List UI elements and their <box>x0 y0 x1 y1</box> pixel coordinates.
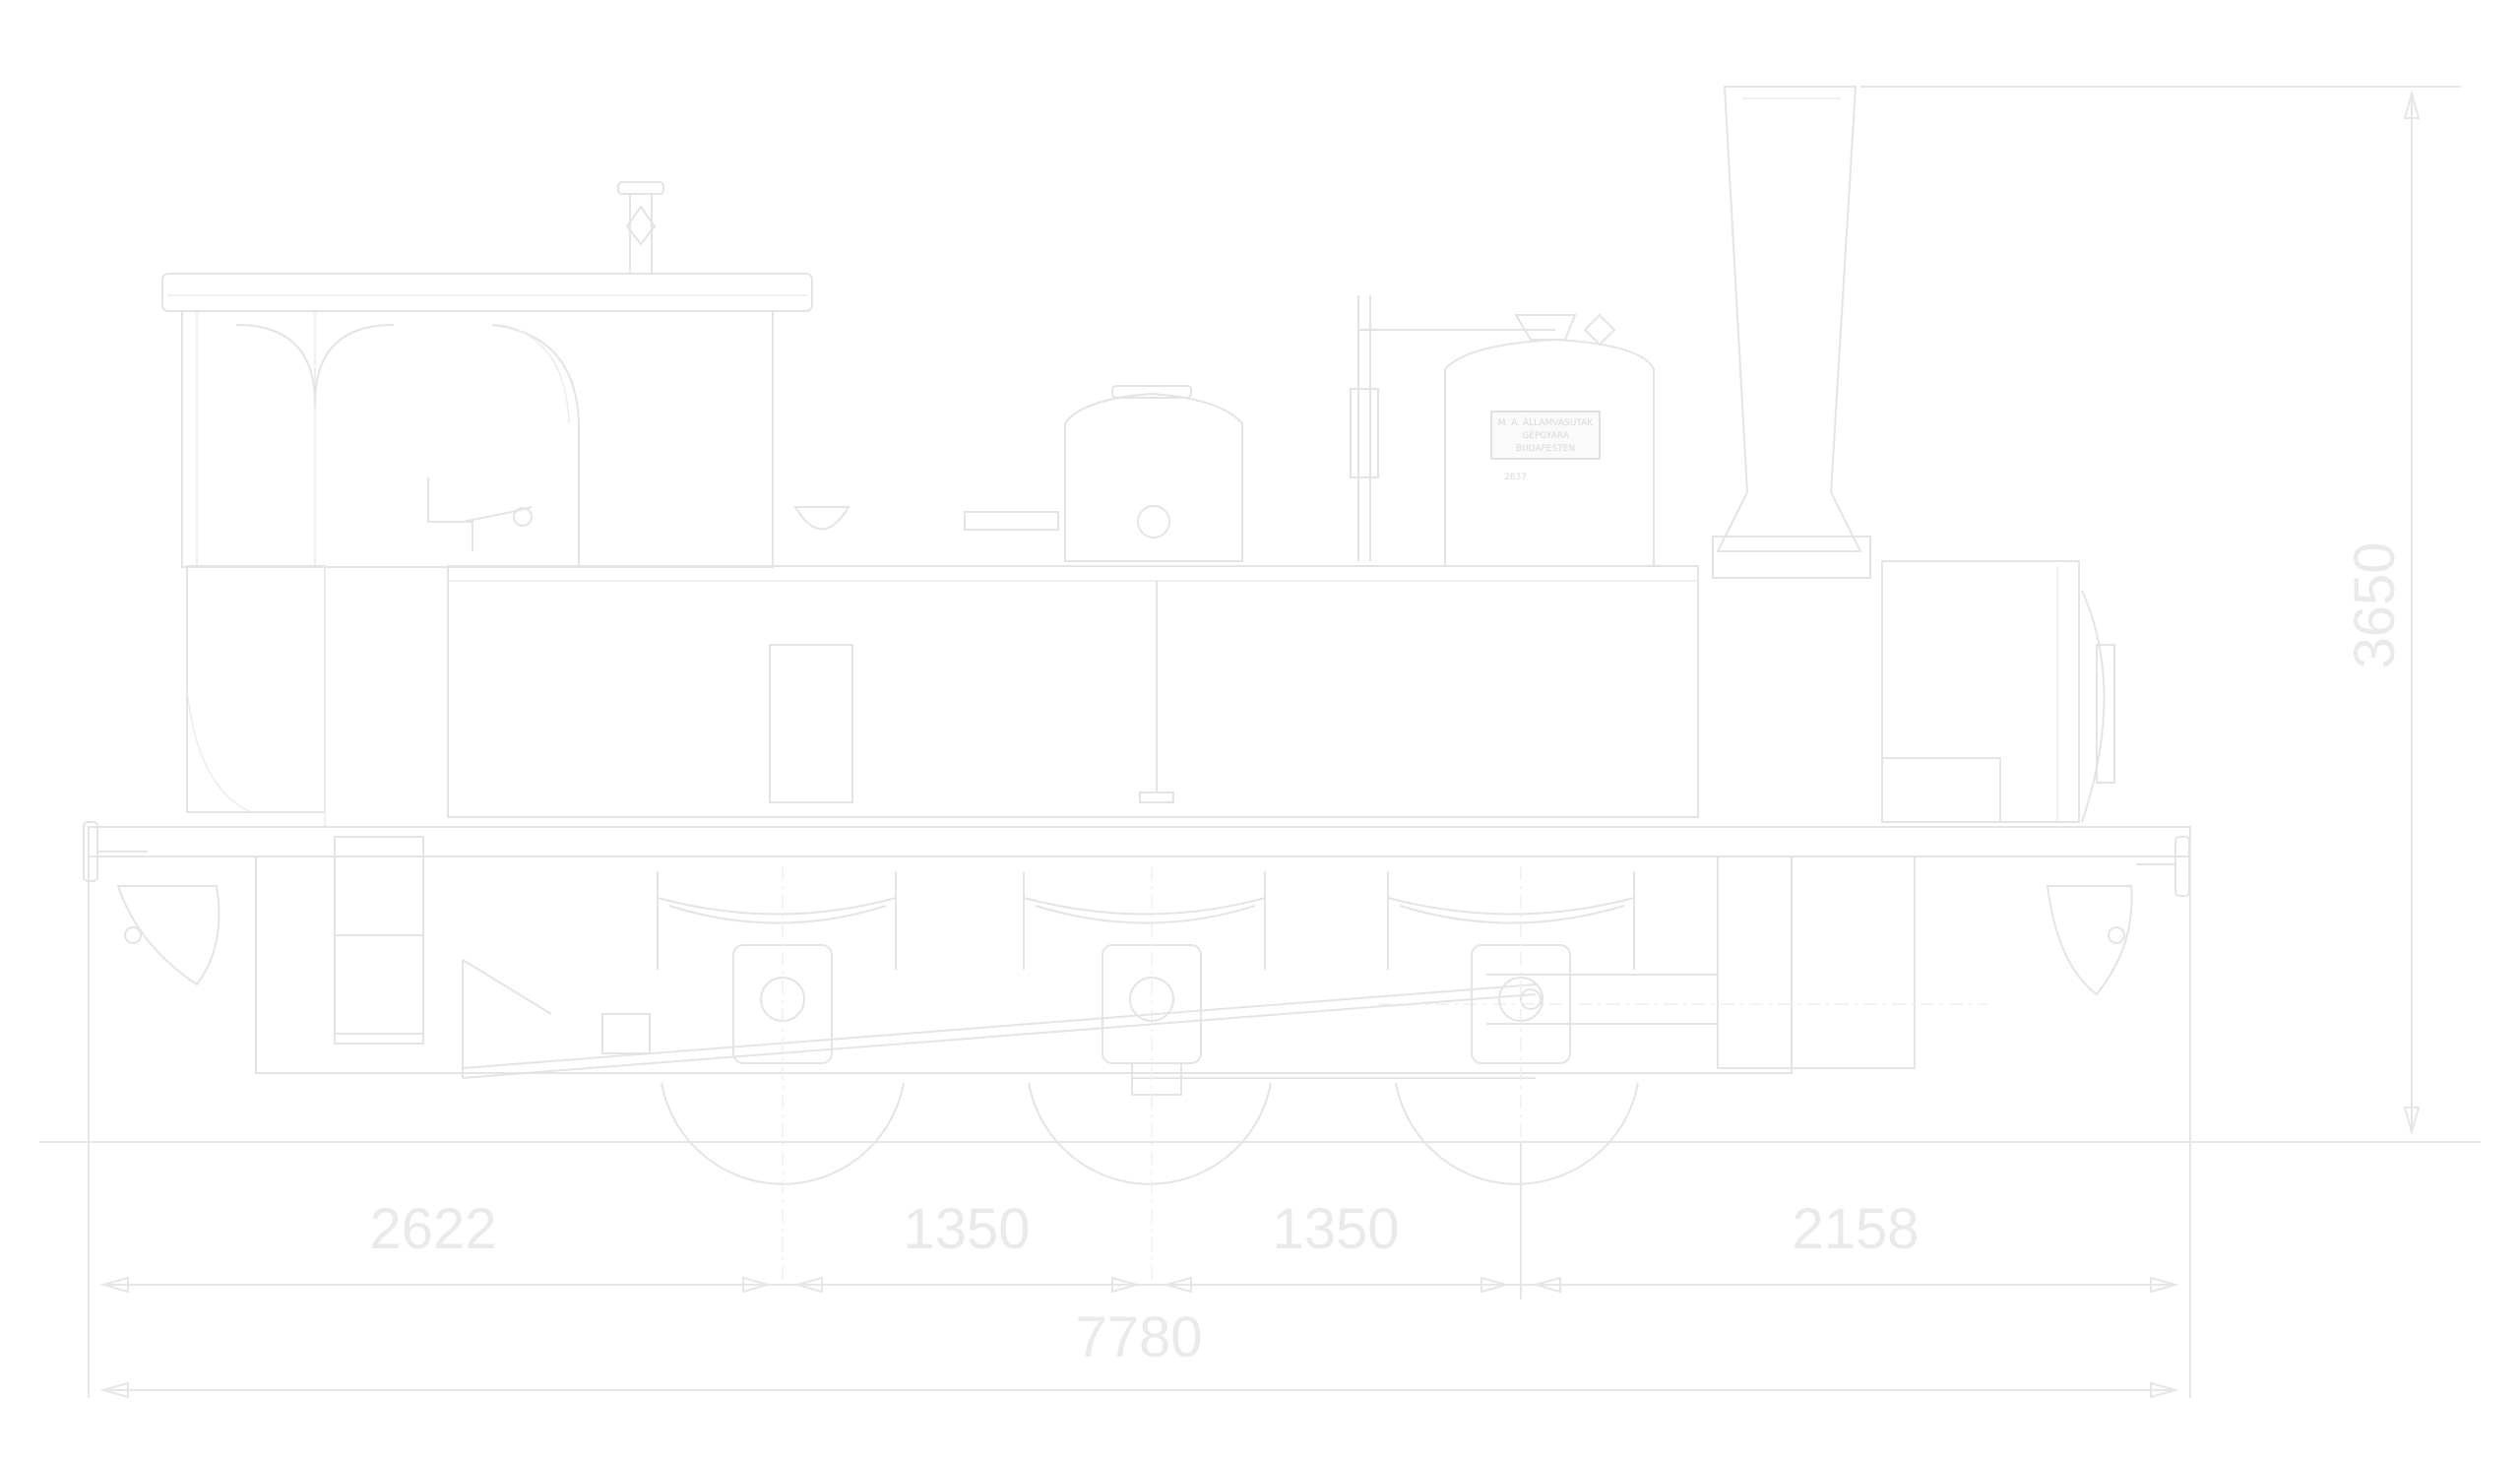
dimension-segment-2: 1350 <box>903 1197 1030 1261</box>
cab <box>161 181 813 827</box>
valve-gear <box>462 959 1718 1096</box>
chimney <box>1712 86 2461 823</box>
dimension-segment-3: 1350 <box>1272 1197 1399 1261</box>
plate-line-3: BUDAPESTEN <box>1516 444 1575 454</box>
boiler-fittings: M. A. ÁLLAMVASUTAK GÉPGYÁRA BUDAPESTEN 2… <box>793 295 1655 567</box>
frame <box>83 821 2191 1074</box>
dimension-total-length: 7780 <box>1075 1305 1202 1369</box>
plate-line-1: M. A. ÁLLAMVASUTAK <box>1498 416 1595 428</box>
builder-plate <box>1490 411 1601 460</box>
dimension-lines <box>88 90 2421 1399</box>
dimension-segment-4: 2158 <box>1792 1197 1919 1261</box>
plate-number: 2637 <box>1504 473 1527 482</box>
side-tank <box>447 565 1699 818</box>
plate-line-2: GÉPGYÁRA <box>1522 429 1569 441</box>
wheels <box>661 1082 1639 1185</box>
springs <box>657 871 1635 970</box>
dimension-segment-1: 2622 <box>369 1197 496 1261</box>
dimension-height: 3650 <box>2343 541 2407 668</box>
axle-centerlines <box>782 866 1522 1285</box>
